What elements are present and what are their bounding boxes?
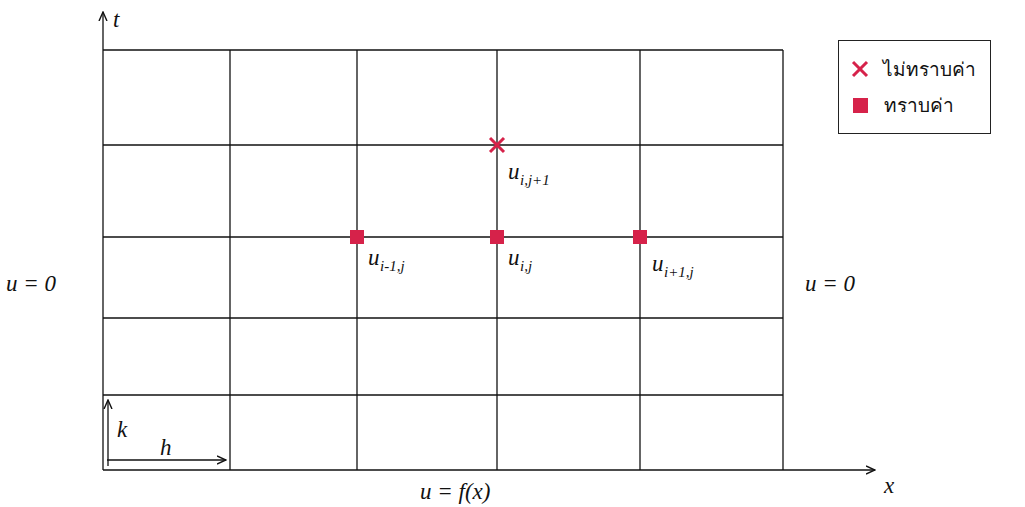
grid-value: u [508,246,520,269]
legend-box: ไม่ทราบค่าทราบค่า [838,40,991,134]
grid-subscript: i,j+1 [520,173,550,188]
boundary-condition: u = 0 [6,272,56,295]
boundary-condition: u = 0 [805,272,855,295]
initial-condition: u = f(x) [420,480,490,503]
legend-text: ไม่ทราบค่า [883,54,976,84]
legend-row: ทราบค่า [851,87,976,123]
grid-subscript: i-1,j [380,259,405,274]
step-label: k [117,418,127,441]
grid-subscript: i+1,j [664,265,694,280]
grid-subscript: i,j [520,259,532,274]
legend-cross [851,60,869,78]
legend-swatch [853,98,868,113]
grid-value: u [368,246,380,269]
grid-value: u [652,252,664,275]
axis-label: x [884,474,894,497]
axis-label: t [113,8,119,31]
step-label: h [160,436,172,459]
grid-value: u [508,160,520,183]
legend-row: ไม่ทราบค่า [851,51,976,87]
legend-text: ทราบค่า [884,90,954,120]
